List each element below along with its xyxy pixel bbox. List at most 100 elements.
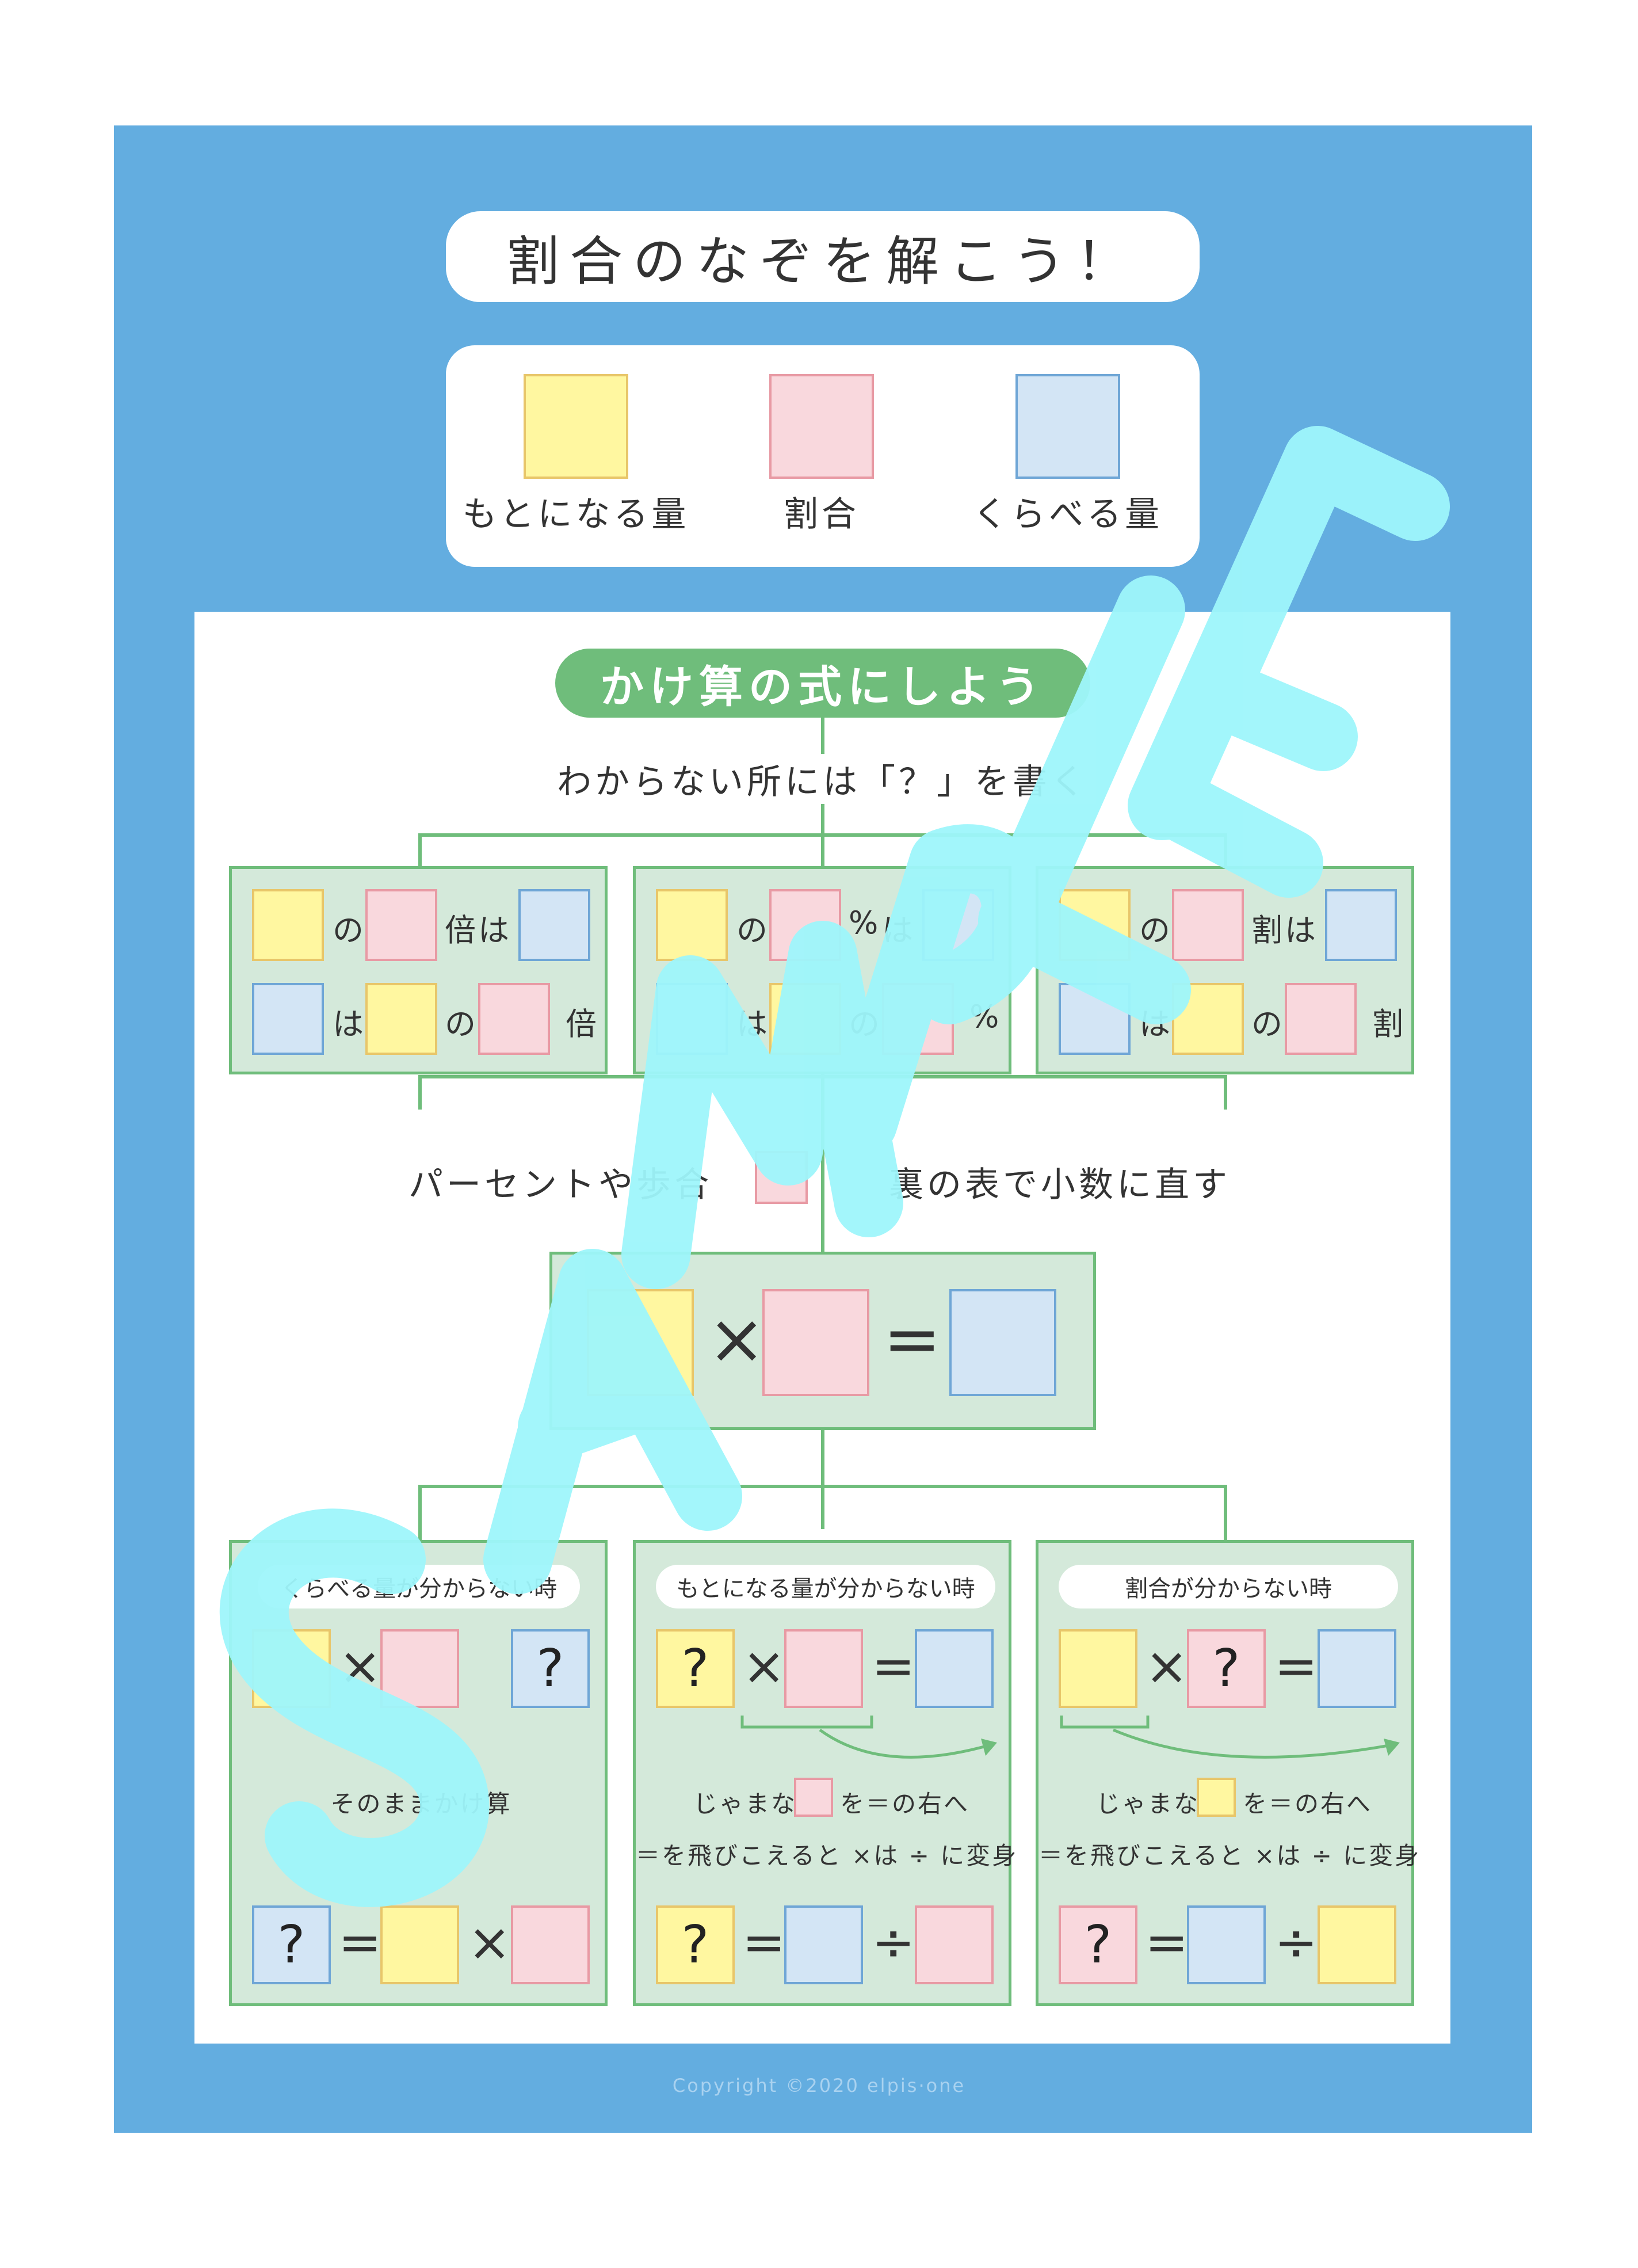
box-text: の (736, 912, 768, 948)
equals-sign: = (1145, 1912, 1189, 1973)
blue-square (784, 1905, 863, 1984)
box-text: の (849, 1006, 880, 1042)
yellow-square (252, 889, 324, 961)
case-title: 割合が分からない時 (1059, 1565, 1398, 1608)
blue-square (1325, 889, 1397, 961)
question-square: ? (1187, 1629, 1266, 1708)
pink-square-inline (794, 1778, 833, 1817)
yellow-square (769, 983, 841, 1055)
times-sign: × (338, 1636, 382, 1697)
box-text: は (333, 1006, 364, 1042)
pink-square-inline (755, 1151, 808, 1204)
instruction-text: わからない所には「？」を書く (555, 754, 1090, 804)
case-title: くらべる量が分からない時 (258, 1565, 580, 1608)
box-text: は (1139, 1006, 1170, 1042)
box-text: 割 (1251, 912, 1282, 948)
box-text: の (1139, 912, 1170, 948)
times-sign: × (1145, 1636, 1189, 1697)
equals-sign: = (1274, 1636, 1318, 1697)
question-square: ? (252, 1905, 331, 1984)
pink-square (478, 983, 550, 1055)
page-title: 割合のなぞを解こう！ (446, 211, 1200, 302)
equals-sign: = (883, 1299, 941, 1379)
pink-square (1285, 983, 1357, 1055)
case-title: もとになる量が分からない時 (656, 1565, 995, 1608)
legend-label-base: もとになる量 (462, 494, 690, 535)
blue-square (949, 1289, 1056, 1396)
times-sign: × (742, 1636, 786, 1697)
box-text: は (736, 1006, 768, 1042)
convert-text-left: パーセントや歩合 (408, 1157, 712, 1207)
yellow-square (365, 983, 437, 1055)
move-arrow-icon (740, 1716, 997, 1759)
case-base-unknown: もとになる量が分からない時 ? × = じゃまな を＝の右へ ＝を飛びこえると … (633, 1540, 1018, 2006)
pink-square (915, 1905, 994, 1984)
case-note: を＝の右へ (840, 1790, 970, 1818)
ratio-box-wari: の 割 は は の 割 (1036, 866, 1414, 1074)
ratio-box-percent: の % は は の % (633, 866, 1011, 1074)
pink-square (365, 889, 437, 961)
yellow-square (380, 1905, 459, 1984)
connector (1224, 833, 1227, 868)
box-text: は (1285, 912, 1316, 948)
connector-bottom-horizontal (418, 1485, 1227, 1488)
blue-square (656, 983, 728, 1055)
blue-square (1318, 1629, 1396, 1708)
box-text: 倍 (566, 1006, 597, 1042)
legend-pink-swatch (769, 374, 874, 479)
blue-square (518, 889, 590, 961)
question-square: ? (656, 1629, 735, 1708)
yellow-square-inline (1197, 1778, 1236, 1817)
equals-sign: = (872, 1636, 915, 1697)
connector-mid-horizontal (418, 1075, 1227, 1078)
divide-sign: ÷ (1274, 1912, 1318, 1973)
box-text: の (1251, 1006, 1282, 1042)
pink-square (769, 889, 841, 961)
move-arrow-icon (1060, 1716, 1400, 1759)
box-text: 倍 (445, 912, 476, 948)
equals-sign: = (338, 1912, 382, 1973)
yellow-square (252, 1629, 331, 1708)
case-note: じゃまな (1096, 1790, 1200, 1818)
case-note: じゃまな (693, 1790, 797, 1818)
convert-text-right: 裏の表で小数に直す (889, 1157, 1231, 1207)
legend: もとになる量 割合 くらべる量 (446, 345, 1200, 567)
section-heading: かけ算の式にしよう (555, 649, 1090, 718)
case-ratio-unknown: 割合が分からない時 × ? = じゃまな を＝の右へ ＝を飛びこえると ×は ÷… (1036, 1540, 1421, 2006)
yellow-square (1318, 1905, 1396, 1984)
yellow-square (656, 889, 728, 961)
box-text: の (445, 1006, 476, 1042)
pink-square (882, 983, 954, 1055)
pink-square (511, 1905, 590, 1984)
times-sign: × (468, 1912, 511, 1973)
pink-square (1172, 889, 1244, 961)
connector (418, 1485, 422, 1542)
box-text: % (849, 905, 879, 941)
copyright: Copyright ©2020 elpis·one (672, 2075, 966, 2097)
question-square: ? (1059, 1905, 1137, 1984)
connector (1224, 1485, 1227, 1542)
equals-sign: = (742, 1912, 786, 1973)
pink-square (762, 1289, 869, 1396)
blue-square (1187, 1905, 1266, 1984)
ratio-box-bai: の 倍 は は の 倍 (229, 866, 608, 1074)
times-sign: × (708, 1299, 766, 1379)
yellow-square (587, 1289, 694, 1396)
case-note: ＝を飛びこえると ×は ÷ に変身 (1038, 1842, 1421, 1870)
legend-label-ratio: 割合 (784, 494, 860, 535)
case-note: そのままかけ算 (330, 1790, 512, 1818)
case-note: ＝を飛びこえると ×は ÷ に変身 (636, 1842, 1018, 1870)
box-text: の (333, 912, 364, 948)
question-square: ? (511, 1629, 590, 1708)
connector (418, 1075, 422, 1110)
box-text: 割 (1372, 1006, 1403, 1042)
connector-top-horizontal (418, 833, 1227, 837)
blue-square (1059, 983, 1131, 1055)
legend-label-compare: くらべる量 (973, 494, 1163, 535)
box-text: は (882, 912, 913, 948)
blue-square (915, 1629, 994, 1708)
case-compare-unknown: くらべる量が分からない時 × ? そのままかけ算 ? = × (229, 1540, 608, 2006)
box-text: は (478, 912, 509, 948)
pink-square (784, 1629, 863, 1708)
yellow-square (1172, 983, 1244, 1055)
